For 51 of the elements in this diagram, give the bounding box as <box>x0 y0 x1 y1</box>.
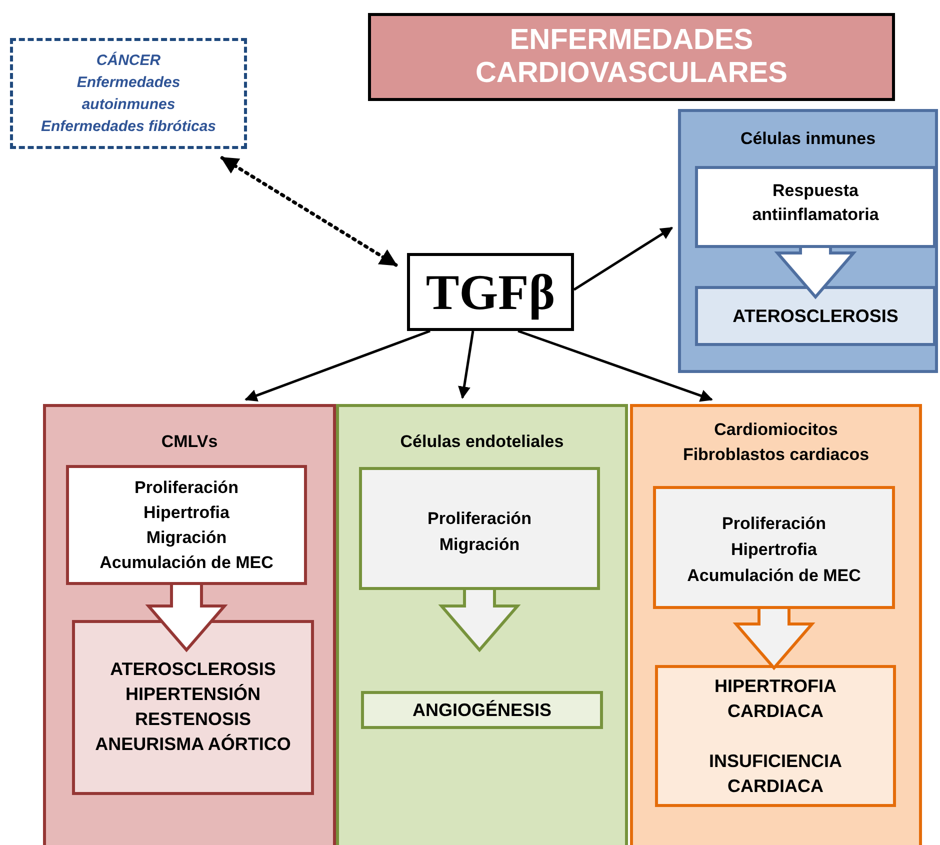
node-text: Proliferación <box>722 513 826 535</box>
node-text: Proliferación <box>134 477 238 499</box>
node-text: Fibroblastos cardiacos <box>682 444 870 466</box>
smooth-muscle-panel <box>43 404 336 845</box>
arrow <box>244 330 430 402</box>
node-text: ATEROSCLEROSIS <box>732 304 898 328</box>
node-text: CMLVs <box>161 431 218 453</box>
immune-cells-panel <box>678 109 938 373</box>
tgfb-box <box>407 253 574 331</box>
node-text: Respuesta antiinflamatoria <box>751 180 880 226</box>
node-text: ATEROSCLEROSIS <box>110 658 276 681</box>
node-text: ANEURISMA AÓRTICO <box>95 733 291 756</box>
node-text: Acumulación de MEC <box>687 565 861 587</box>
node-text: Proliferación <box>428 508 532 530</box>
title-box <box>368 13 895 101</box>
arrow <box>573 226 674 291</box>
node-text: HIPERTENSIÓN <box>125 683 260 706</box>
block-arrow <box>774 246 857 300</box>
response-box <box>695 166 935 248</box>
process-box <box>359 467 600 590</box>
node-text: Migración <box>439 534 520 556</box>
node-text: RESTENOSIS <box>134 708 251 731</box>
node-text: Hipertrofia <box>731 539 817 561</box>
disease-box <box>72 620 314 795</box>
disease-box <box>361 691 603 729</box>
node-text: Acumulación de MEC <box>100 552 274 574</box>
node-text: Células inmunes <box>740 128 876 150</box>
block-arrow <box>438 588 521 652</box>
disease-box <box>695 286 935 346</box>
node-text: Migración <box>146 527 227 549</box>
node-text: Enfermedades autoinmunes <box>76 72 182 114</box>
node-text: CÁNCER <box>96 50 161 70</box>
related-diseases-box <box>10 38 247 149</box>
disease-box <box>655 665 896 807</box>
node-text: INSUFICIENCIA CARDIACA <box>708 750 843 798</box>
node-text: Células endoteliales <box>400 431 564 453</box>
node-text: HIPERTROFIA CARDIACA <box>713 675 838 723</box>
node-text: ENFERMEDADES CARDIOVASCULARES <box>474 24 789 90</box>
node-text: Hipertrofia <box>144 502 230 524</box>
arrow <box>458 330 474 399</box>
block-arrow <box>732 608 816 670</box>
node-text: Cardiomiocitos <box>714 419 838 441</box>
arrow <box>518 330 713 402</box>
cardiac-cells-panel <box>630 404 922 845</box>
node-text: ANGIOGÉNESIS <box>412 698 552 722</box>
process-box <box>66 465 307 585</box>
arrow <box>220 156 398 267</box>
block-arrow <box>145 584 228 652</box>
process-box <box>653 486 895 609</box>
endothelial-panel <box>336 404 628 845</box>
node-text: Enfermedades fibróticas <box>40 116 216 136</box>
